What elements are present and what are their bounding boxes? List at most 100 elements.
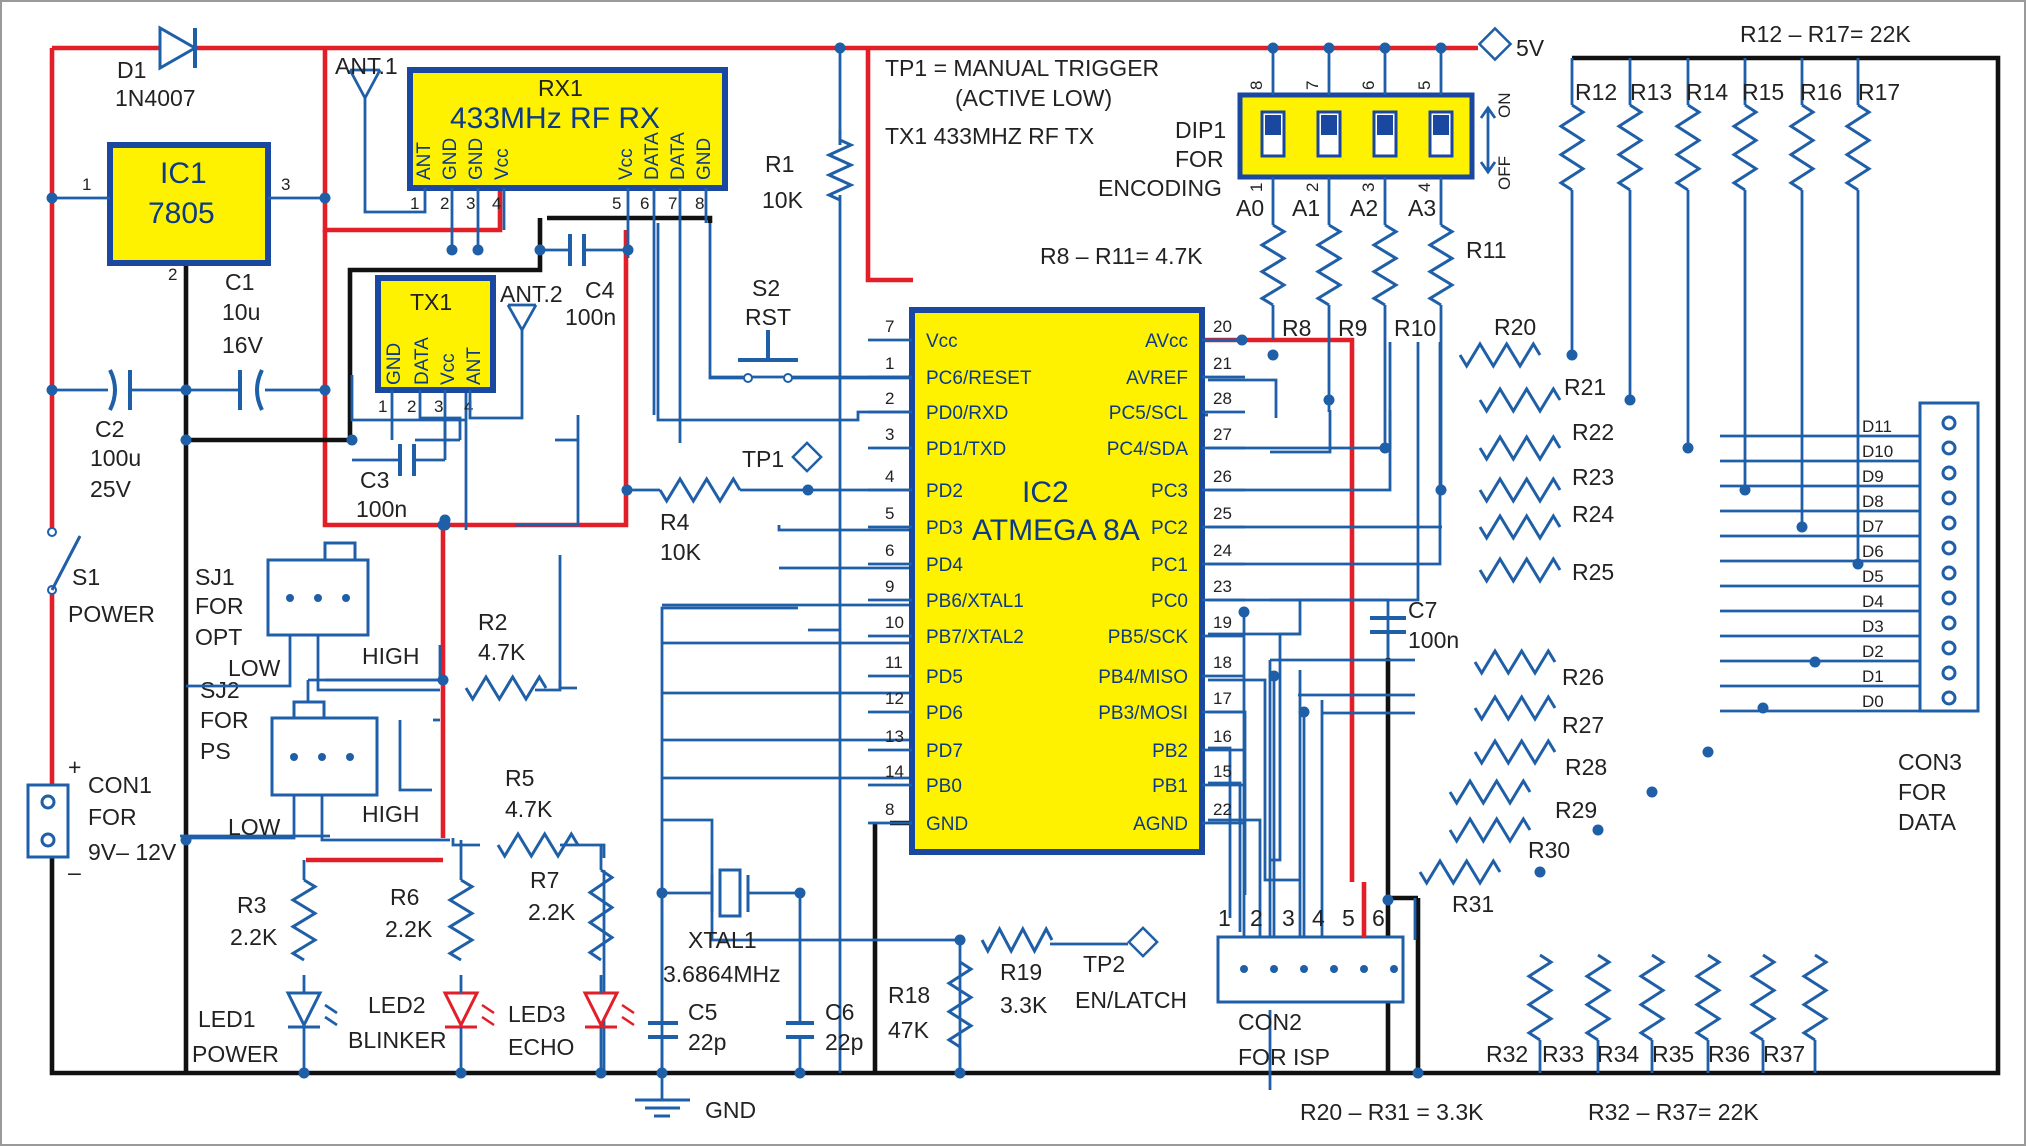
- con1-plus: +: [68, 754, 81, 780]
- sj2-l2: FOR: [200, 707, 249, 733]
- led1-ref: LED1: [198, 1006, 256, 1032]
- junction-dot: [595, 1067, 607, 1079]
- mcu-right-pin-name: PB2: [1152, 741, 1188, 762]
- led1-label: POWER: [192, 1041, 279, 1067]
- r26-ref: R26: [1562, 664, 1604, 690]
- mcu-right-pin-num: 26: [1213, 467, 1232, 486]
- junction-dot: [1382, 894, 1394, 906]
- c6-value: 22p: [825, 1029, 863, 1055]
- junction-dot: [1267, 349, 1279, 361]
- resistor-r15: [1731, 103, 1759, 192]
- con2-pins: 1 2 3 4 5 6: [1218, 905, 1398, 973]
- mcu-right-pin-name: PC5/SCL: [1109, 403, 1188, 424]
- svg-text:Vcc: Vcc: [438, 353, 459, 385]
- resistor-r20: [1458, 341, 1542, 369]
- svg-text:1: 1: [1218, 905, 1231, 931]
- dip1-line2: FOR: [1175, 146, 1224, 172]
- mcu-right-pin-num: 17: [1213, 689, 1232, 708]
- resistor-r26: [1473, 648, 1557, 676]
- resistor-r12: [1558, 103, 1586, 192]
- capacitor-c4: [540, 234, 628, 266]
- note-r20-r31: R20 – R31 = 3.3K: [1300, 1099, 1484, 1125]
- junction-dot: [1682, 442, 1694, 454]
- svg-text:5: 5: [1342, 905, 1355, 931]
- con3-line-label: D1: [1862, 667, 1884, 686]
- rx1-ref: RX1: [538, 75, 583, 101]
- con3-line-label: D3: [1862, 617, 1884, 636]
- tp2-flag: [1127, 926, 1159, 958]
- svg-text:3: 3: [466, 194, 475, 213]
- junction-dot: [1809, 656, 1821, 668]
- c1-ref: C1: [225, 269, 254, 295]
- tx1-module: [375, 275, 496, 393]
- resistor-r10: [1371, 223, 1399, 307]
- r17-ref: R17: [1858, 79, 1900, 105]
- r25-ref: R25: [1572, 559, 1614, 585]
- junction-dot: [180, 384, 192, 396]
- resistor-r13: [1616, 103, 1644, 192]
- con3-pin: [1941, 540, 1957, 556]
- resistor-r25: [1478, 556, 1562, 584]
- ground-symbol: [635, 1073, 690, 1118]
- r6-ref: R6: [390, 884, 419, 910]
- vreg-pin-gnd: 2: [168, 265, 177, 284]
- svg-text:6: 6: [640, 194, 649, 213]
- dip-bot-3: 3: [1359, 183, 1378, 192]
- junction-dot: [656, 1067, 668, 1079]
- resistor-r8: [1259, 223, 1287, 307]
- c3-ref: C3: [360, 467, 389, 493]
- con3-line-label: D7: [1862, 517, 1884, 536]
- ant2-label: ANT.2: [500, 281, 563, 307]
- mcu-right-pin-name: AVREF: [1126, 368, 1188, 389]
- r6-value: 2.2K: [385, 916, 433, 942]
- mcu-left-pin-num: 12: [885, 689, 904, 708]
- c1-value: 10u: [222, 299, 260, 325]
- resistor-r4: [658, 476, 742, 504]
- led1-icon: [285, 991, 338, 1029]
- c2-voltage: 25V: [90, 476, 132, 502]
- con3-line2: FOR: [1898, 779, 1947, 805]
- resistor-r17: [1844, 103, 1872, 192]
- junction-dot: [319, 192, 331, 204]
- mcu-ic2: [909, 307, 1205, 855]
- junction-dot: [1379, 442, 1391, 454]
- mcu-right-pin-num: 15: [1213, 762, 1232, 781]
- r19-ref: R19: [1000, 959, 1042, 985]
- dip1-levers: [1260, 110, 1454, 158]
- led2-label: BLINKER: [348, 1027, 446, 1053]
- mcu-ref: IC2: [1022, 476, 1069, 509]
- junction-dot: [1268, 670, 1280, 682]
- junction-dot: [1534, 866, 1546, 878]
- svg-text:8: 8: [695, 194, 704, 213]
- resistor-r29: [1448, 778, 1532, 806]
- capacitor-c2: [52, 369, 186, 411]
- antenna-1: [348, 68, 382, 99]
- junction-dot: [1379, 42, 1391, 54]
- junction-dot: [46, 192, 58, 204]
- svg-text:ANT: ANT: [414, 142, 435, 180]
- mcu-left-pin-name: PC6/RESET: [926, 368, 1032, 389]
- mcu-right-pin-name: PB1: [1152, 776, 1188, 797]
- rx1-pins: ANT GND GND Vcc Vcc DATA DATA GND 1 2 3 …: [410, 132, 715, 213]
- mcu-left-pin-num: 11: [885, 653, 903, 672]
- led2-ref: LED2: [368, 992, 426, 1018]
- led3-ref: LED3: [508, 1001, 566, 1027]
- addr-a0: A0: [1236, 195, 1264, 221]
- dip-top-8: 8: [1247, 81, 1266, 90]
- con3-line-label: D10: [1862, 442, 1893, 461]
- con3-pin: [1941, 690, 1957, 706]
- ant1-label: ANT.1: [335, 53, 398, 79]
- con1-label: FOR: [88, 804, 137, 830]
- r8-ref: R8: [1282, 315, 1311, 341]
- mcu-right-pin-num: 23: [1213, 577, 1232, 596]
- crystal-xtal1: [662, 868, 800, 918]
- svg-text:Vcc: Vcc: [616, 148, 637, 180]
- xtal-ref: XTAL1: [688, 927, 757, 953]
- r32-ref: R32: [1486, 1041, 1528, 1067]
- mcu-right-pin-num: 25: [1213, 504, 1232, 523]
- r11-ref: R11: [1466, 237, 1507, 263]
- junction-dot: [1267, 42, 1279, 54]
- svg-text:DATA: DATA: [642, 132, 663, 180]
- capacitor-c7: [1270, 598, 1406, 658]
- mcu-left-pin-name: PD1/TXD: [926, 439, 1006, 460]
